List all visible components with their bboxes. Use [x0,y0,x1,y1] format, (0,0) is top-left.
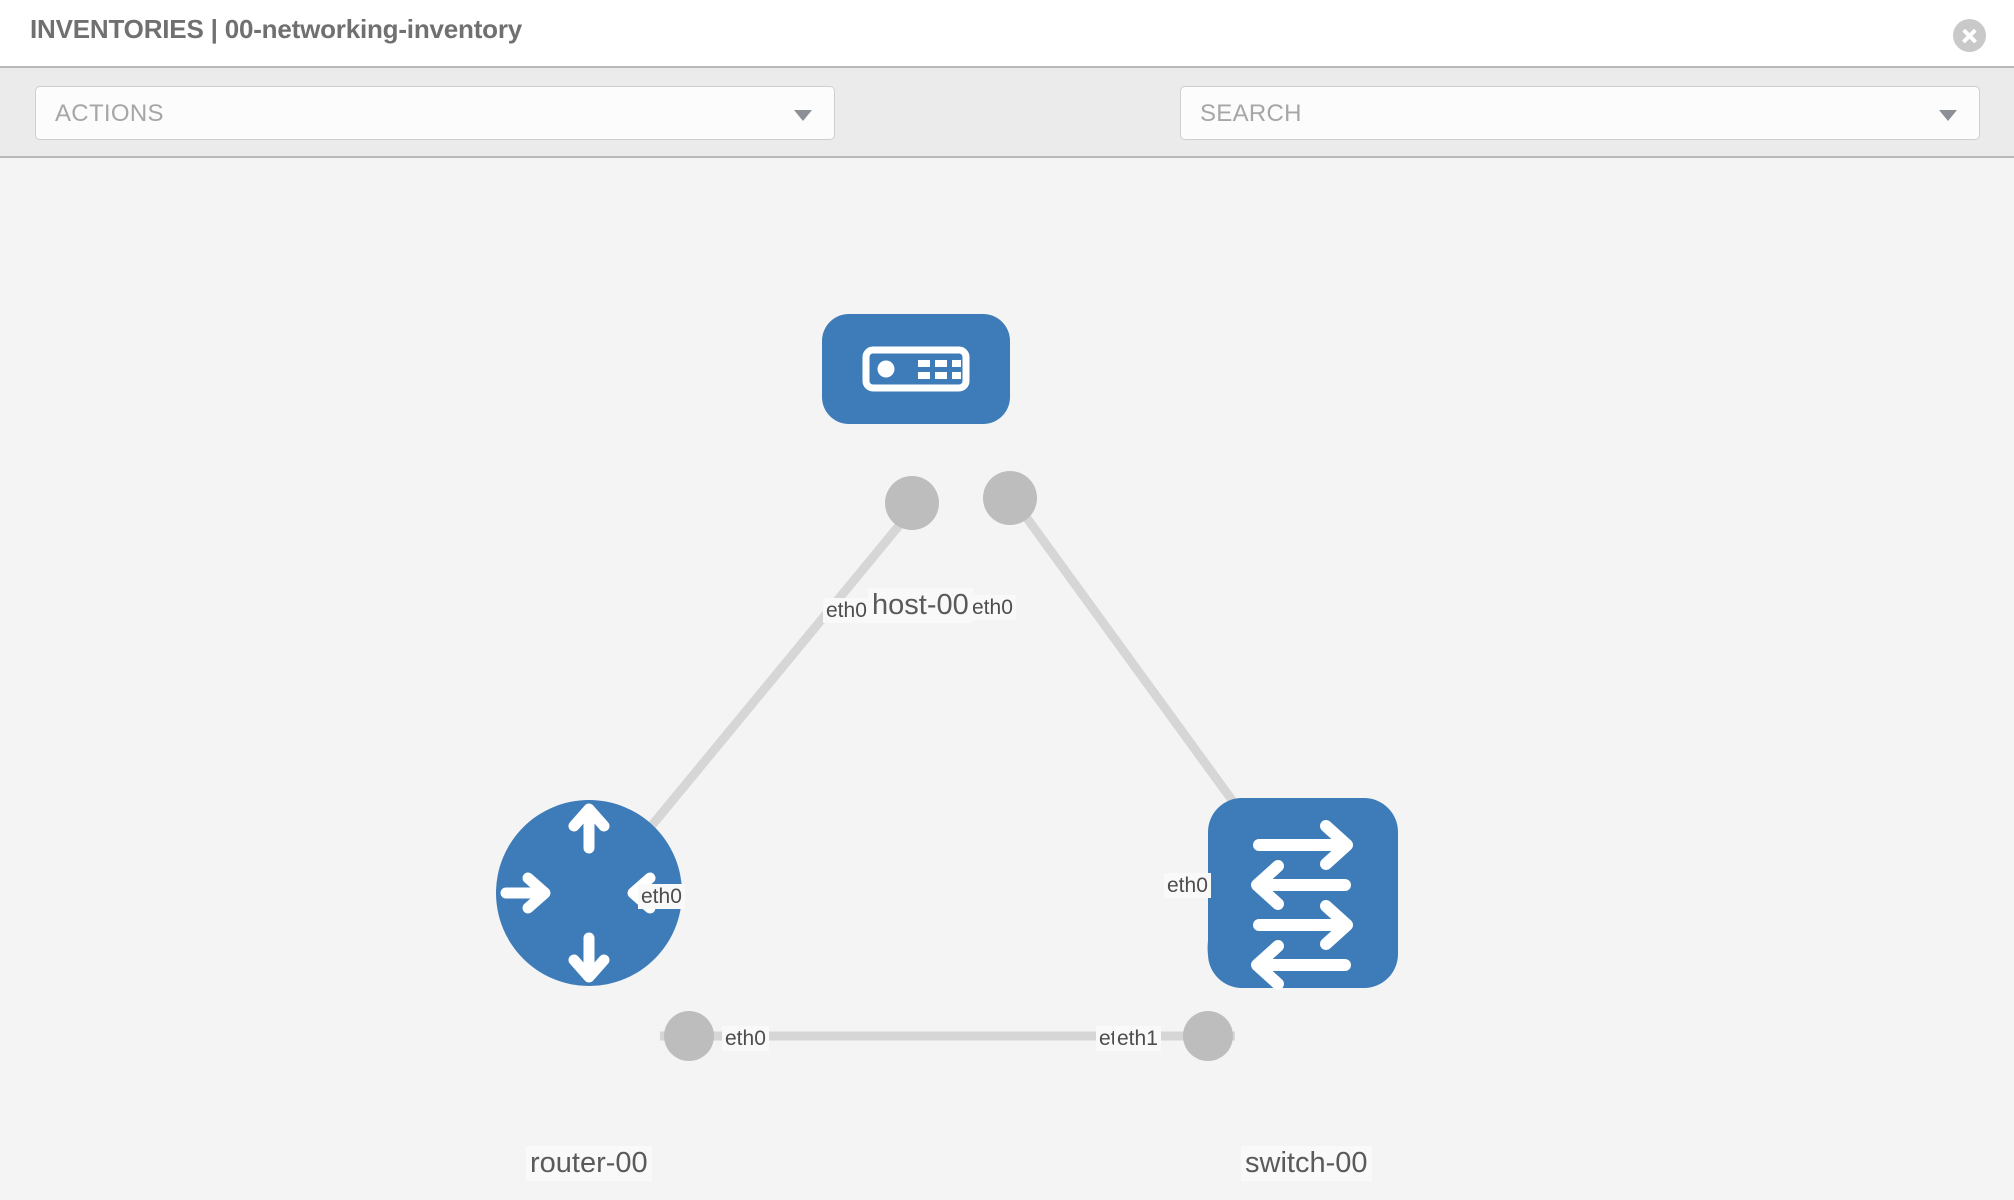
port-label-host00-eth0-right: eth0 [969,595,1016,620]
port-label-switch00-eth0-uplink: eth0 [1164,873,1211,898]
port-label-host00-eth0-left: eth0 [823,598,870,623]
server-icon [862,346,970,392]
node-label-router-00: router-00 [526,1146,652,1181]
connector-host00-left [885,476,939,530]
topology-graph [496,314,1398,1061]
node-host-00 [822,314,1010,424]
port-label-switch00-eth1: eth1 [1114,1026,1161,1051]
port-label-router00-eth0: eth0 [722,1026,769,1051]
actions-dropdown[interactable]: ACTIONS [35,86,835,140]
switch-arrows-icon [1251,820,1353,990]
node-switch-00 [1208,798,1398,990]
chevron-down-icon [794,110,812,121]
topology-connectors [664,471,1257,1061]
topology-links [621,485,1249,1041]
topology-canvas[interactable]: eth0 eth0 eth0 eth0 eth0 eth0 eth1 host-… [0,158,2014,1200]
close-icon[interactable] [1953,19,1986,52]
link-host00-switch00 [1001,485,1249,821]
actions-dropdown-label: ACTIONS [55,100,164,127]
page-header: INVENTORIES | 00-networking-inventory [0,0,2014,68]
link-host00-router00 [621,485,934,861]
page-title: INVENTORIES | 00-networking-inventory [30,14,523,44]
connector-host00-right [983,471,1037,525]
chevron-down-icon[interactable] [1939,110,1957,121]
search-input[interactable]: SEARCH [1180,86,1980,140]
search-placeholder: SEARCH [1200,100,1302,127]
port-label-router00-eth0-uplink: eth0 [638,884,685,909]
connector-router00-right [664,1011,714,1061]
connector-switch00-left [1183,1011,1233,1061]
node-label-host-00: host-00 [868,588,973,623]
toolbar: ACTIONS SEARCH [0,68,2014,200]
node-label-switch-00: switch-00 [1241,1146,1372,1181]
